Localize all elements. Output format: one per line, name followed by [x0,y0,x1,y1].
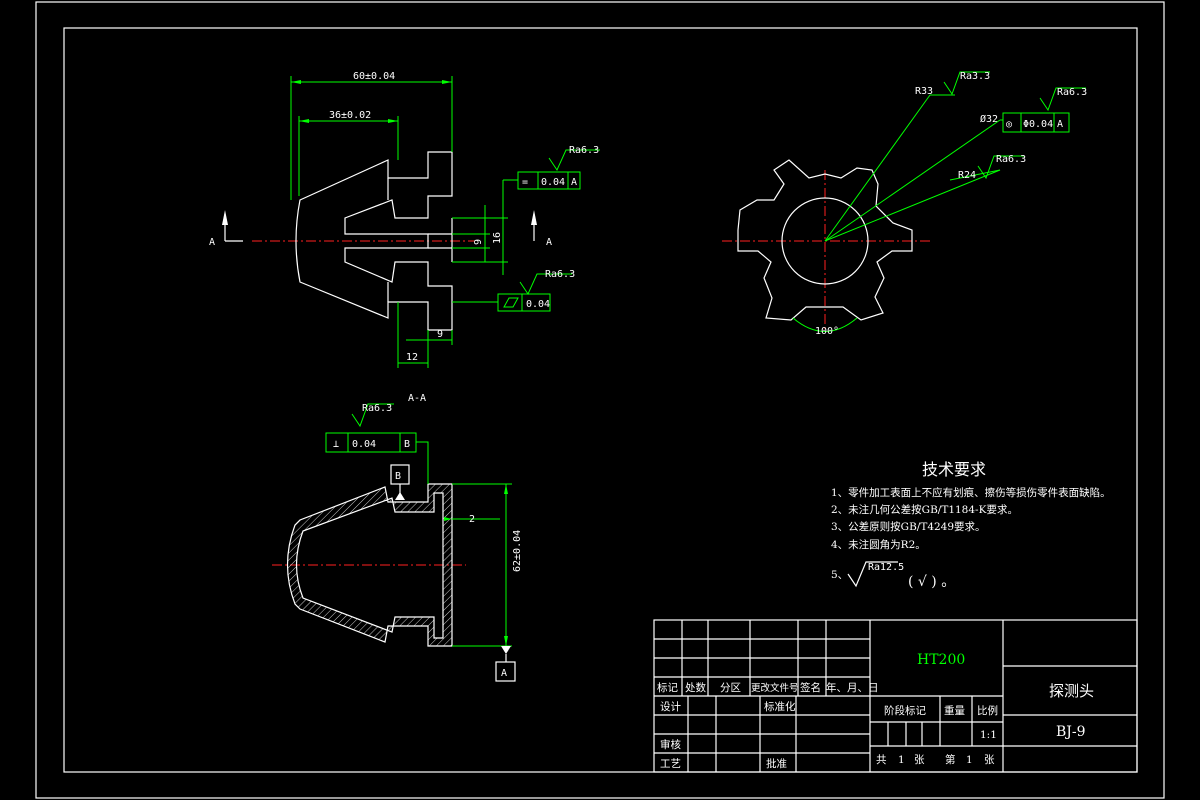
angle-100: 100° [815,326,839,337]
tol-conc-datum: A [1057,119,1063,130]
outer-border [35,1,1165,799]
d32-label: Ø32 [980,113,998,125]
section-view: A-A Ra6.3 ⊥ 0.04 B B 2 62±0.04 A [272,393,523,682]
section-roughness: Ra6.3 [362,403,392,414]
section-title: A-A [408,393,426,404]
tech-item-1: 1、零件加工表面上不应有划痕、擦伤等损伤零件表面缺陷。 [831,486,1111,499]
r24-label: R24 [958,170,976,181]
dim-62: 62±0.04 [512,530,523,572]
front-view: A A 60±0.04 36±0.02 9 16 9 [209,71,600,368]
tech-item-5-suffix: ( √ ) 。 [908,574,955,590]
tech-item-3: 3、公差原则按GB/T4249要求。 [831,520,986,533]
tb-header-zone: 分区 [720,682,741,694]
tb-sheets-total-label: 共 [876,754,887,766]
tb-part-name: 探测头 [1049,682,1094,700]
datum-b: B [395,471,401,482]
tb-header-date: 年、月、日 [826,681,879,694]
tech-item-4: 4、未注圆角为R2。 [831,538,926,551]
tb-drawing-no: BJ-9 [1056,724,1086,740]
tb-stage-mark: 阶段标记 [884,704,926,717]
tol-sym-symbol: = [522,177,528,188]
roughness-2: Ra6.3 [545,269,575,280]
tb-sheet-no-label: 第 [945,753,956,766]
tb-scale-label: 比例 [977,704,998,717]
tb-sheet-no-unit: 张 [984,754,995,766]
tb-review: 审核 [660,738,681,751]
dim-16: 16 [492,232,503,244]
bore-circle [781,197,869,285]
tb-scale-value: 1:1 [980,729,997,741]
inner-frame [63,27,1138,773]
tb-sheet-no: 1 [966,754,973,766]
section-label-right: A [546,237,552,248]
dim-9-small: 9 [473,239,484,245]
dim-60: 60±0.04 [353,71,395,82]
tech-title: 技术要求 [922,460,986,479]
tb-process: 工艺 [660,758,681,770]
roughness-1: Ra6.3 [569,145,599,156]
tb-header-change: 更改文件号 [751,682,799,694]
tech-requirements: 技术要求 1、零件加工表面上不应有划痕、擦伤等损伤零件表面缺陷。 2、未注几何公… [831,460,1111,590]
tech-item-5-prefix: 5、 [831,569,848,581]
tb-header-mark: 标记 [657,682,678,694]
tb-sheets-unit: 张 [914,754,925,766]
tech-item-2: 2、未注几何公差按GB/T1184-K要求。 [831,503,1018,516]
title-block: 标记 处数 分区 更改文件号 签名 年、月、日 设计 标准化 审核 工艺 批准 … [653,619,1138,773]
tol-conc-symbol: ◎ [1006,119,1012,130]
dim-12: 12 [406,352,418,363]
r33-ra: Ra3.3 [960,71,990,82]
tb-header-sign: 签名 [800,681,821,694]
tol-conc-value: Φ0.04 [1023,119,1053,130]
r24-ra: Ra6.3 [996,154,1026,165]
tb-standardize: 标准化 [764,700,796,713]
d32-ra: Ra6.3 [1057,87,1087,98]
tb-weight: 重量 [944,704,965,717]
tb-sheets-total: 1 [898,754,905,766]
tb-material: HT200 [917,652,965,668]
dim-36: 36±0.02 [329,110,371,121]
tol-perp-value: 0.04 [352,439,376,450]
side-view: R33 Ra3.3 Ø32 ◎ Φ0.04 A Ra6.3 R24 Ra6.3 … [722,71,1087,337]
tb-header-count: 处数 [685,681,706,694]
r33-label: R33 [915,86,933,97]
tb-approve: 批准 [766,757,787,770]
datum-a: A [501,668,507,679]
tb-design: 设计 [660,700,681,713]
tech-item-5-ra: Ra12.5 [868,562,904,573]
datum-a-box [495,661,516,682]
tol-sym-datum: A [571,177,577,188]
tol-perp-datum: B [404,439,410,450]
tol-perp-symbol: ⊥ [333,439,339,450]
tol-sym-value: 0.04 [541,177,565,188]
dim-2: 2 [469,514,475,525]
section-label-left: A [209,237,215,248]
tol-flat-value: 0.04 [526,299,550,310]
dim-9: 9 [437,329,443,340]
